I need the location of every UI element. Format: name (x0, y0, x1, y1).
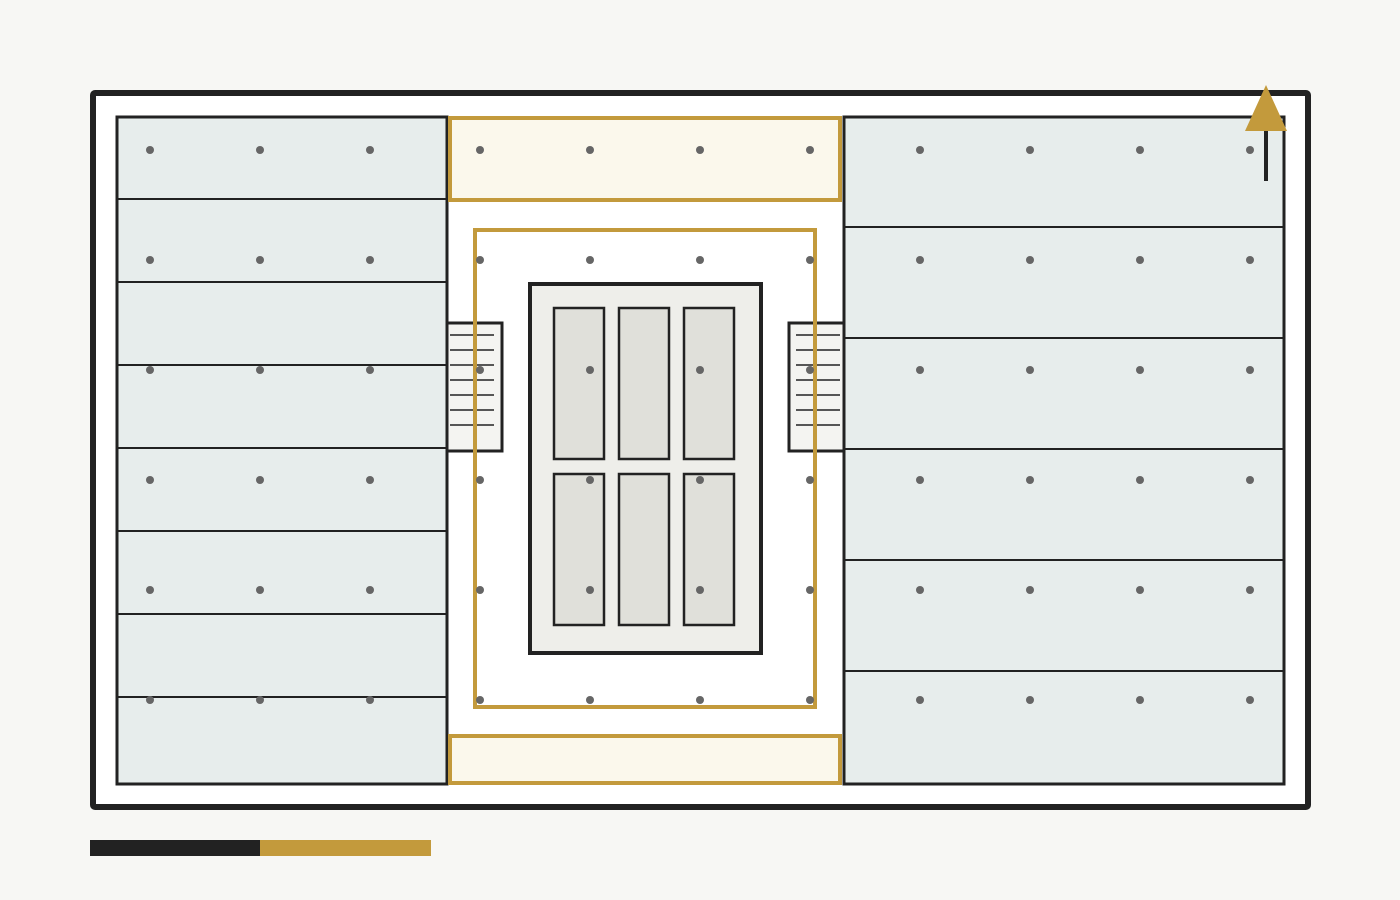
structural-column (586, 146, 594, 154)
structural-column (696, 146, 704, 154)
left-wing (115, 115, 449, 786)
structural-column (916, 146, 924, 154)
structural-column (1246, 256, 1254, 264)
scale-bar (90, 840, 431, 856)
core-shaft (617, 306, 671, 461)
structural-column (1136, 146, 1144, 154)
structural-column (916, 586, 924, 594)
structural-column (806, 366, 814, 374)
structural-column (476, 586, 484, 594)
structural-column (476, 696, 484, 704)
structural-column (1026, 146, 1034, 154)
right-wing (842, 115, 1286, 786)
structural-column (1136, 476, 1144, 484)
core-shaft (682, 306, 736, 461)
structural-column (806, 696, 814, 704)
structural-column (146, 696, 154, 704)
structural-column (1026, 696, 1034, 704)
core-shaft (552, 472, 606, 627)
structural-column (256, 146, 264, 154)
structural-column (146, 366, 154, 374)
structural-column (1246, 146, 1254, 154)
structural-column (1026, 366, 1034, 374)
structural-column (696, 366, 704, 374)
structural-column (916, 476, 924, 484)
structural-column (1136, 366, 1144, 374)
structural-column (366, 476, 374, 484)
structural-column (1136, 256, 1144, 264)
right-wing-outline (842, 115, 1286, 786)
structural-column (806, 476, 814, 484)
structural-column (1026, 476, 1034, 484)
north-arrow-icon (1245, 85, 1287, 181)
service-core (528, 282, 763, 655)
structural-column (916, 696, 924, 704)
structural-column (1246, 586, 1254, 594)
structural-column (586, 586, 594, 594)
structural-column (366, 146, 374, 154)
structural-column (256, 476, 264, 484)
structural-column (366, 696, 374, 704)
core-shaft (552, 306, 606, 461)
structural-column (476, 366, 484, 374)
scale-bar-segment-gold (260, 840, 431, 856)
structural-column (146, 586, 154, 594)
structural-column (586, 256, 594, 264)
structural-column (916, 366, 924, 374)
structural-column (586, 366, 594, 374)
structural-column (586, 476, 594, 484)
structural-column (696, 586, 704, 594)
structural-column (696, 256, 704, 264)
structural-column (696, 696, 704, 704)
structural-column (366, 256, 374, 264)
structural-column (1136, 696, 1144, 704)
structural-column (806, 586, 814, 594)
structural-column (1246, 476, 1254, 484)
structural-column (916, 256, 924, 264)
structural-column (476, 256, 484, 264)
structural-column (1246, 696, 1254, 704)
structural-column (1246, 366, 1254, 374)
core-shaft (682, 472, 736, 627)
structural-column (146, 476, 154, 484)
structural-column (256, 256, 264, 264)
highlight-zone-bottom (448, 734, 842, 785)
scale-bar-segment-dark (90, 840, 260, 856)
structural-column (476, 476, 484, 484)
core-shaft (617, 472, 671, 627)
left-wing-outline (115, 115, 449, 786)
column-grid (146, 146, 1254, 704)
structural-column (696, 476, 704, 484)
structural-column (476, 146, 484, 154)
structural-column (256, 586, 264, 594)
structural-column (256, 366, 264, 374)
highlight-zone-top (448, 116, 842, 202)
structural-column (366, 586, 374, 594)
structural-column (586, 696, 594, 704)
structural-column (256, 696, 264, 704)
structural-column (806, 146, 814, 154)
structural-column (146, 146, 154, 154)
structural-column (806, 256, 814, 264)
structural-column (1026, 256, 1034, 264)
structural-column (1136, 586, 1144, 594)
structural-column (366, 366, 374, 374)
structural-column (146, 256, 154, 264)
circulation-loop (473, 228, 817, 709)
structural-column (1026, 586, 1034, 594)
